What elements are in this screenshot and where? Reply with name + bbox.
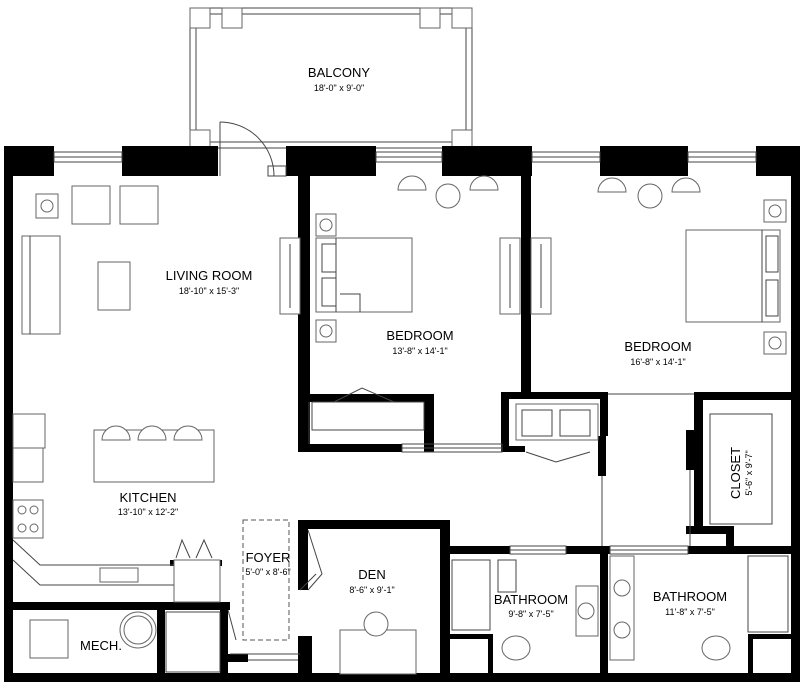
den-size: 8'-6" x 9'-1" <box>349 585 394 595</box>
foyer-closet <box>242 519 290 641</box>
room-labels: BALCONY 18'-0" x 9'-0" LIVING ROOM 18'-1… <box>80 65 754 653</box>
mech-name: MECH. <box>80 638 122 653</box>
den-furniture <box>339 611 417 675</box>
closet-size: 5'-6" x 9'-7" <box>744 450 754 495</box>
windows <box>53 151 757 163</box>
bedroom-2-name: BEDROOM <box>624 339 691 354</box>
bedroom-1-furniture <box>311 175 552 431</box>
den-name: DEN <box>358 567 385 582</box>
kitchen-furniture <box>12 413 221 603</box>
bathroom-1-size: 9'-8" x 7'-5" <box>508 609 553 619</box>
bedroom-2-furniture <box>515 177 787 525</box>
bathroom-2-size: 11'-8" x 7'-5" <box>665 607 715 617</box>
kitchen-name: KITCHEN <box>119 490 176 505</box>
mech-equipment <box>29 611 221 673</box>
closet-name: CLOSET <box>728 447 743 499</box>
bathroom-1-fixtures <box>451 559 599 661</box>
interior-walls <box>4 176 800 682</box>
doors <box>227 387 694 661</box>
bathroom-1-name: BATHROOM <box>494 592 568 607</box>
foyer-name: FOYER <box>246 550 291 565</box>
balcony-size: 18'-0" x 9'-0" <box>314 83 364 93</box>
living-room-size: 18'-10" x 15'-3" <box>179 286 239 296</box>
living-room-furniture <box>21 185 301 335</box>
kitchen-size: 13'-10" x 12'-2" <box>118 507 178 517</box>
bedroom-1-name: BEDROOM <box>386 328 453 343</box>
bathroom-2-fixtures <box>609 555 789 661</box>
balcony-name: BALCONY <box>308 65 370 80</box>
balcony-door <box>219 121 287 177</box>
bathroom-2-name: BATHROOM <box>653 589 727 604</box>
living-room-name: LIVING ROOM <box>166 268 253 283</box>
bedroom-2-size: 16'-8" x 14'-1" <box>630 357 685 367</box>
bedroom-1-size: 13'-8" x 14'-1" <box>392 346 447 356</box>
exterior-walls <box>4 146 800 682</box>
foyer-size: 5'-0" x 8'-6" <box>245 567 290 577</box>
